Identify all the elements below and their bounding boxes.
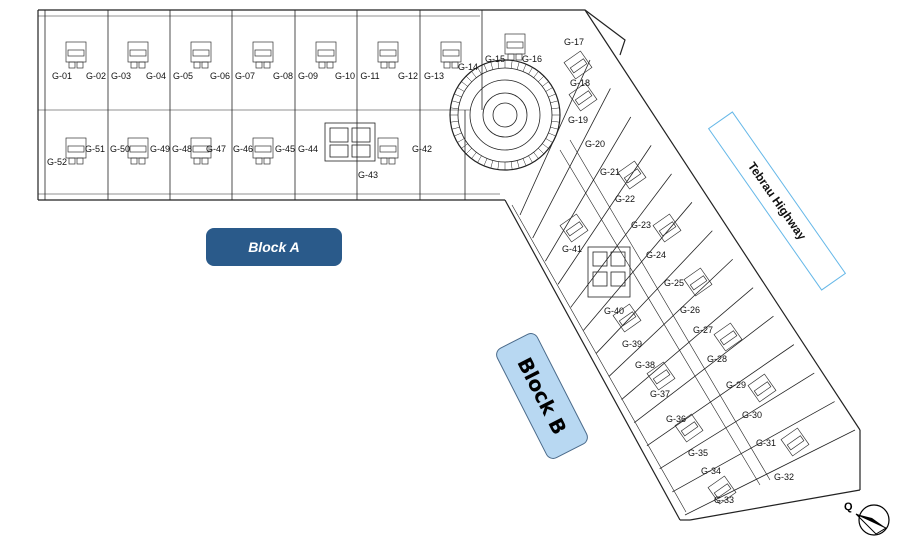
unit-label: G-24 <box>646 250 666 260</box>
compass-label: Q <box>844 501 853 513</box>
unit-label: G-27 <box>693 325 713 335</box>
unit-label: G-33 <box>714 495 734 505</box>
unit-label: G-16 <box>522 54 542 64</box>
unit-label: G-20 <box>585 139 605 149</box>
unit-label: G-08 <box>273 71 293 81</box>
unit-label: G-01 <box>52 71 72 81</box>
unit-label: G-10 <box>335 71 355 81</box>
unit-label: G-30 <box>742 410 762 420</box>
unit-label: G-42 <box>412 144 432 154</box>
unit-fixtures <box>65 33 810 505</box>
unit-label: G-13 <box>424 71 444 81</box>
unit-label: G-37 <box>650 389 670 399</box>
unit-label: G-25 <box>664 278 684 288</box>
unit-label: G-39 <box>622 339 642 349</box>
unit-label: G-15 <box>485 54 505 64</box>
unit-label: G-22 <box>615 194 635 204</box>
unit-label: G-36 <box>666 414 686 424</box>
unit-label: G-03 <box>111 71 131 81</box>
unit-label: G-18 <box>570 78 590 88</box>
unit-label: G-32 <box>774 472 794 482</box>
unit-label: G-17 <box>564 37 584 47</box>
unit-label: G-51 <box>85 144 105 154</box>
block-b-outline <box>504 9 861 521</box>
unit-label: G-48 <box>172 144 192 154</box>
unit-label: G-41 <box>562 244 582 254</box>
unit-label: G-38 <box>635 360 655 370</box>
unit-label: G-11 <box>360 71 379 81</box>
spiral-ramp <box>449 59 561 171</box>
unit-label: G-35 <box>688 448 708 458</box>
unit-label: G-46 <box>233 144 253 154</box>
north-arrow-icon: Q <box>844 501 890 536</box>
block-a-label: Block A <box>206 228 342 266</box>
unit-label: G-52 <box>47 157 67 167</box>
unit-label: G-34 <box>701 466 721 476</box>
unit-label: G-26 <box>680 305 700 315</box>
lift-core-b <box>587 246 631 298</box>
unit-label: G-12 <box>398 71 418 81</box>
unit-label: G-49 <box>150 144 170 154</box>
unit-label: G-02 <box>86 71 106 81</box>
unit-label: G-47 <box>206 144 226 154</box>
unit-label: G-29 <box>726 380 746 390</box>
unit-label: G-09 <box>298 71 318 81</box>
unit-label: G-23 <box>631 220 651 230</box>
unit-label: G-04 <box>146 71 166 81</box>
unit-label: G-14 <box>458 62 478 72</box>
unit-label: G-45 <box>275 144 295 154</box>
unit-label: G-07 <box>235 71 255 81</box>
unit-label: G-21 <box>600 167 620 177</box>
unit-label: G-43 <box>358 170 378 180</box>
unit-label: G-28 <box>707 354 727 364</box>
unit-label: G-05 <box>173 71 193 81</box>
unit-label: G-06 <box>210 71 230 81</box>
block-a-outline <box>37 9 626 201</box>
lift-core-a <box>324 122 376 162</box>
unit-label: G-19 <box>568 115 588 125</box>
unit-label: G-50 <box>110 144 130 154</box>
unit-label: G-40 <box>604 306 624 316</box>
unit-label: G-31 <box>756 438 776 448</box>
block-a-partitions <box>44 10 483 200</box>
unit-label: G-44 <box>298 144 318 154</box>
unit-labels: G-01 G-02 G-03 G-04 G-05 G-06 G-07 G-08 G-09 G-10… <box>47 37 794 505</box>
